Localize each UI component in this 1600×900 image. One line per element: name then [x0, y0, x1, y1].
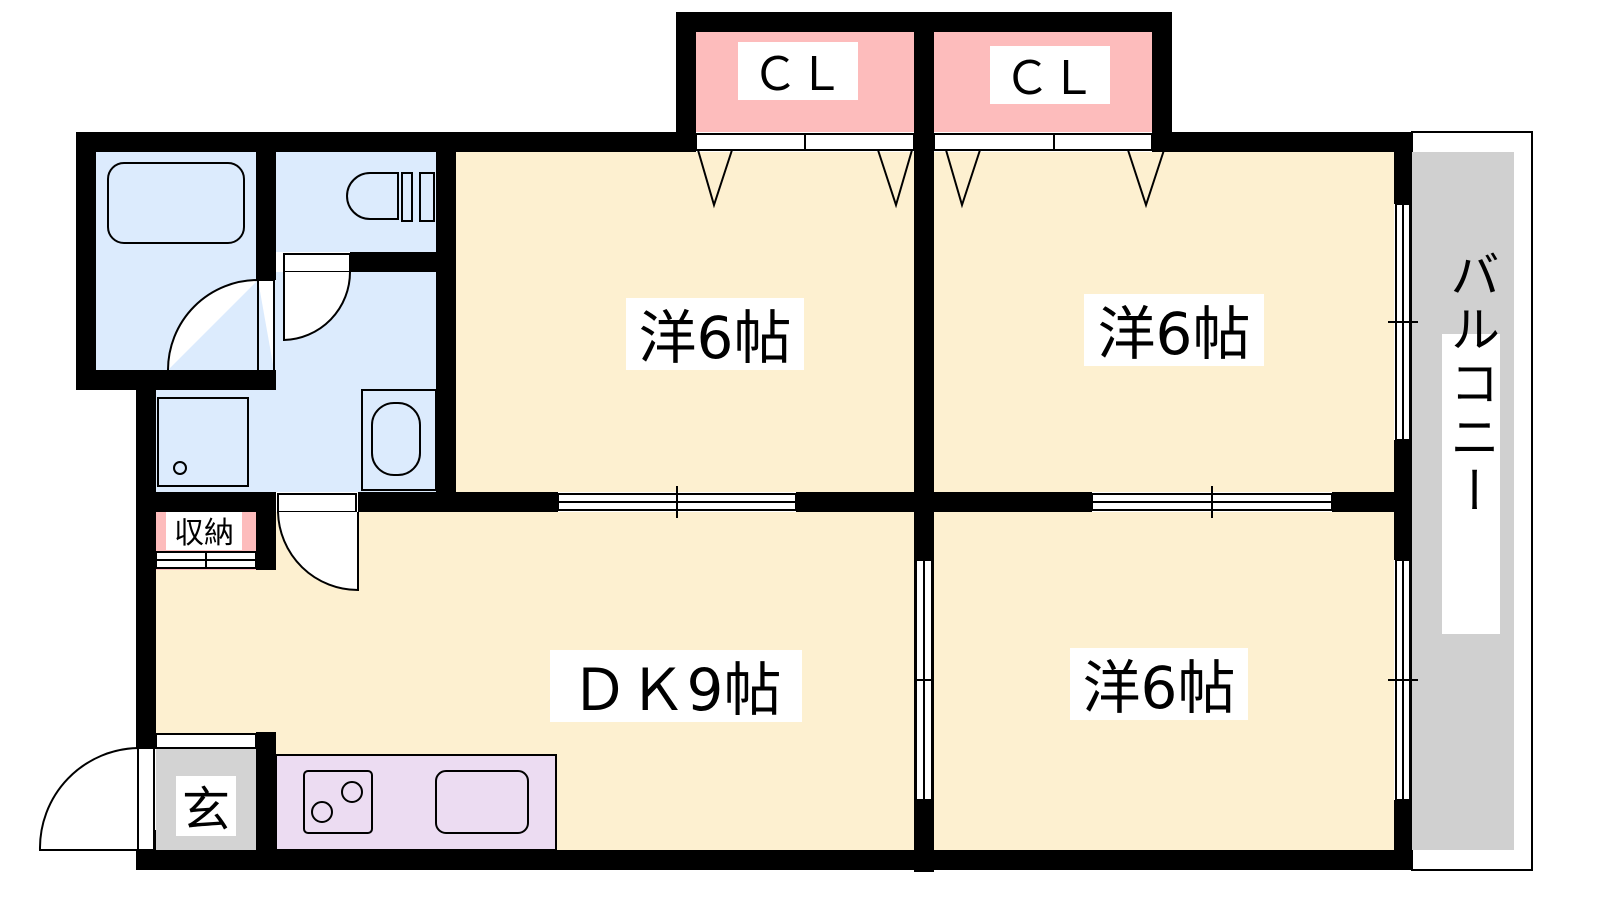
closet-right-label-bg: [990, 46, 1110, 104]
dining-kitchen-label: ＤＫ9帖: [571, 656, 782, 724]
room-label-bg: [1084, 294, 1264, 366]
western-room-top-right-label: 洋6帖: [1098, 300, 1251, 368]
room-label-bg: [1070, 648, 1248, 720]
closet-right-label: ＣＬ: [1004, 51, 1096, 105]
toilet-icon: [346, 172, 435, 222]
closet-left-label-bg: [738, 42, 858, 100]
balcony-label: バルコニー: [1442, 249, 1500, 519]
sliding-doors: [155, 133, 1418, 801]
balcony-label-bg: [1442, 334, 1500, 634]
room-label-bg: [550, 650, 802, 722]
bathtub-icon: [107, 162, 245, 244]
sink-icon: [435, 770, 529, 834]
room-label-bg: [626, 298, 804, 370]
storage-label-bg: [166, 512, 242, 550]
entrance-label-bg: [176, 776, 236, 836]
western-room-bottom-right-label: 洋6帖: [1083, 654, 1236, 722]
western-room-top-left-label: 洋6帖: [639, 304, 792, 372]
entrance-label: 玄: [182, 782, 230, 838]
closet-left-label: ＣＬ: [752, 47, 844, 101]
washing-machine-icon: [157, 397, 249, 487]
doors: [38, 253, 359, 851]
gas-stove-icon: [303, 770, 373, 834]
toilet-floor: [276, 152, 436, 252]
storage-label: 収納: [174, 516, 234, 551]
